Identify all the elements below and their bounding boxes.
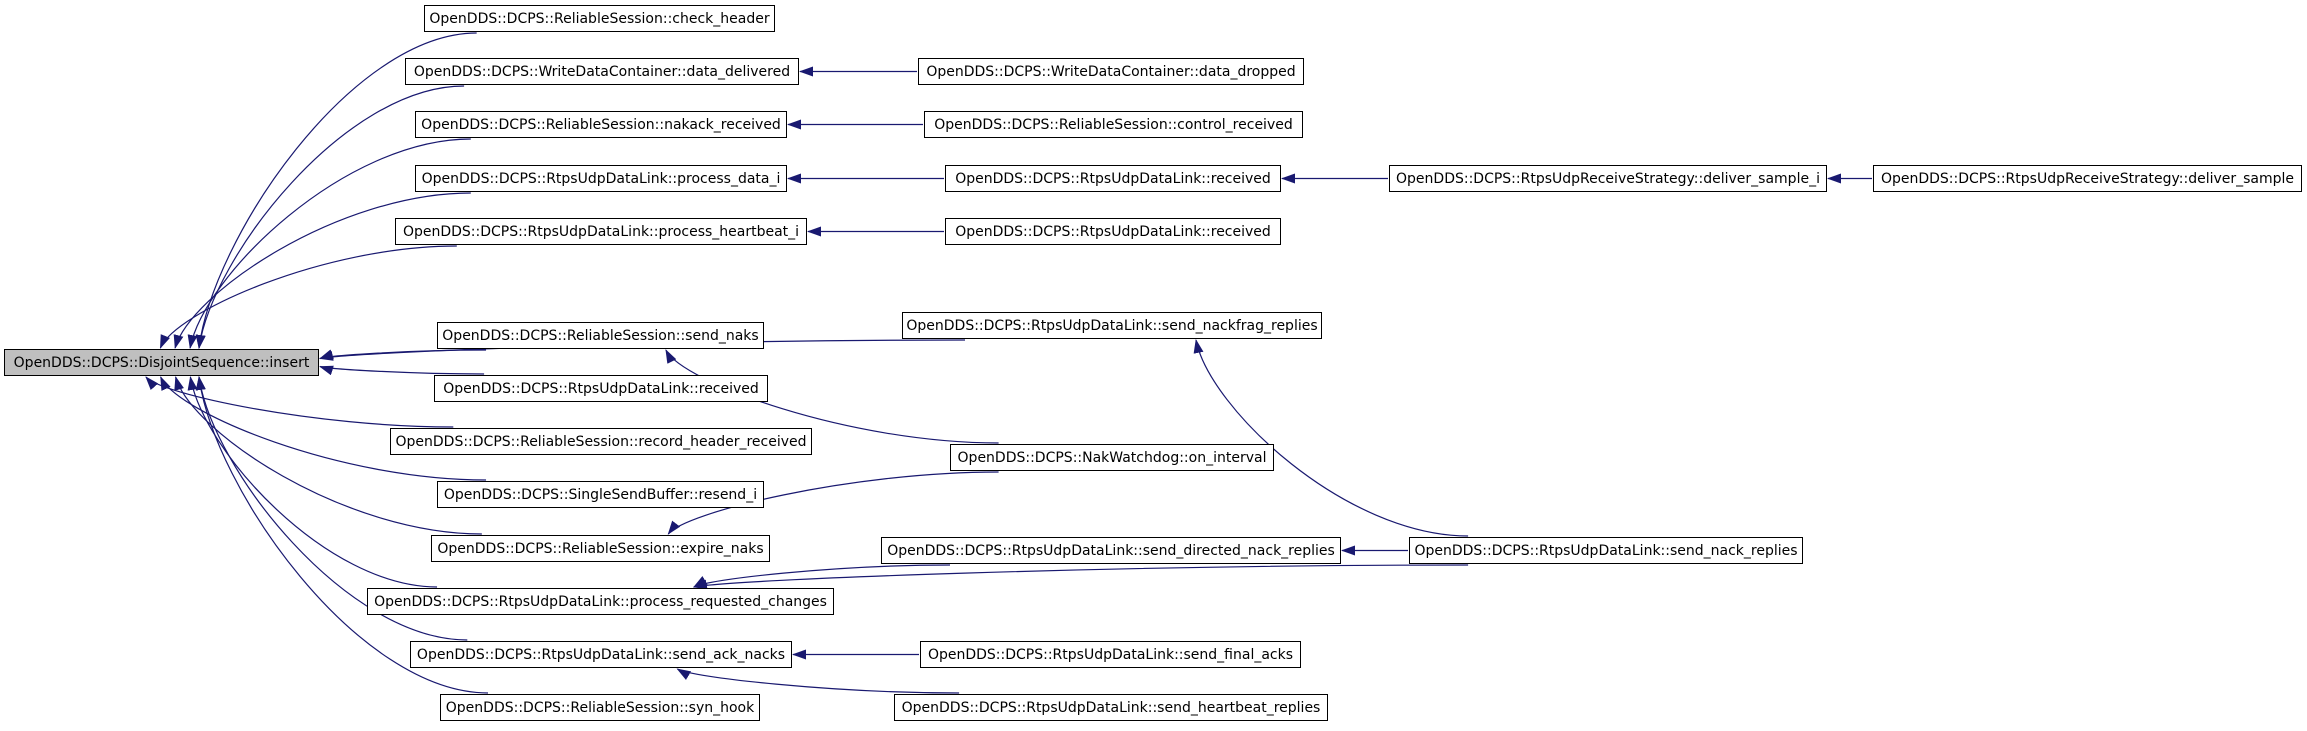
edge-received-3-to-insert: [319, 365, 485, 376]
edge-on-interval-to-expire-naks: [667, 471, 999, 535]
edge-send-nack-replies-to-process-requested-changes: [692, 564, 1469, 590]
node-data-delivered[interactable]: OpenDDS::DCPS::WriteDataContainer::data_…: [405, 58, 799, 85]
node-deliver-sample-i[interactable]: OpenDDS::DCPS::RtpsUdpReceiveStrategy::d…: [1389, 165, 1827, 192]
edge-process-requested-changes-to-insert: [187, 376, 438, 588]
node-data-dropped[interactable]: OpenDDS::DCPS::WriteDataContainer::data_…: [918, 58, 1304, 85]
node-send-ack-nacks[interactable]: OpenDDS::DCPS::RtpsUdpDataLink::send_ack…: [410, 641, 792, 668]
edge-send-naks-to-insert: [319, 349, 487, 360]
edge-send-ack-nacks-to-insert: [195, 376, 468, 641]
node-resend-i[interactable]: OpenDDS::DCPS::SingleSendBuffer::resend_…: [437, 481, 764, 508]
node-process-heartbeat-i[interactable]: OpenDDS::DCPS::RtpsUdpDataLink::process_…: [395, 218, 807, 245]
edge-send-heartbeat-replies-to-send-ack-nacks: [676, 668, 960, 694]
edge-process-data-i-to-insert: [173, 192, 471, 349]
edge-on-interval-to-send-naks: [665, 349, 999, 444]
edge-expire-naks-to-insert: [174, 376, 482, 535]
node-insert[interactable]: OpenDDS::DCPS::DisjointSequence::insert: [4, 349, 319, 376]
edge-record-header-received-to-insert: [145, 376, 454, 428]
node-received-2[interactable]: OpenDDS::DCPS::RtpsUdpDataLink::received: [945, 218, 1281, 245]
node-received-1[interactable]: OpenDDS::DCPS::RtpsUdpDataLink::received: [945, 165, 1281, 192]
node-send-heartbeat-replies[interactable]: OpenDDS::DCPS::RtpsUdpDataLink::send_hea…: [894, 694, 1328, 721]
node-send-naks[interactable]: OpenDDS::DCPS::ReliableSession::send_nak…: [437, 322, 764, 349]
node-on-interval[interactable]: OpenDDS::DCPS::NakWatchdog::on_interval: [950, 444, 1274, 471]
node-control-received[interactable]: OpenDDS::DCPS::ReliableSession::control_…: [924, 111, 1303, 138]
node-expire-naks[interactable]: OpenDDS::DCPS::ReliableSession::expire_n…: [431, 535, 770, 562]
edge-send-directed-nack-replies-to-process-requested-changes: [693, 564, 951, 588]
node-deliver-sample[interactable]: OpenDDS::DCPS::RtpsUdpReceiveStrategy::d…: [1873, 165, 2302, 192]
edge-nakack-received-to-insert: [187, 138, 471, 349]
node-syn-hook[interactable]: OpenDDS::DCPS::ReliableSession::syn_hook: [440, 694, 760, 721]
node-check-header[interactable]: OpenDDS::DCPS::ReliableSession::check_he…: [424, 5, 775, 32]
node-send-nack-replies[interactable]: OpenDDS::DCPS::RtpsUdpDataLink::send_nac…: [1409, 537, 1803, 564]
node-process-requested-changes[interactable]: OpenDDS::DCPS::RtpsUdpDataLink::process_…: [367, 588, 834, 615]
node-received-3[interactable]: OpenDDS::DCPS::RtpsUdpDataLink::received: [434, 375, 768, 402]
edge-process-heartbeat-i-to-insert: [159, 245, 457, 349]
node-nakack-received[interactable]: OpenDDS::DCPS::ReliableSession::nakack_r…: [415, 111, 787, 138]
node-send-nackfrag-replies[interactable]: OpenDDS::DCPS::RtpsUdpDataLink::send_nac…: [902, 312, 1322, 339]
edge-syn-hook-to-insert: [195, 376, 489, 694]
node-record-header-received[interactable]: OpenDDS::DCPS::ReliableSession::record_h…: [390, 428, 812, 455]
node-send-directed-nack-replies[interactable]: OpenDDS::DCPS::RtpsUdpDataLink::send_dir…: [881, 537, 1341, 564]
node-process-data-i[interactable]: OpenDDS::DCPS::RtpsUdpDataLink::process_…: [415, 165, 787, 192]
edge-resend-i-to-insert: [160, 376, 487, 481]
edge-send-nack-replies-to-send-nackfrag-replies: [1193, 339, 1469, 537]
node-send-final-acks[interactable]: OpenDDS::DCPS::RtpsUdpDataLink::send_fin…: [920, 641, 1301, 668]
